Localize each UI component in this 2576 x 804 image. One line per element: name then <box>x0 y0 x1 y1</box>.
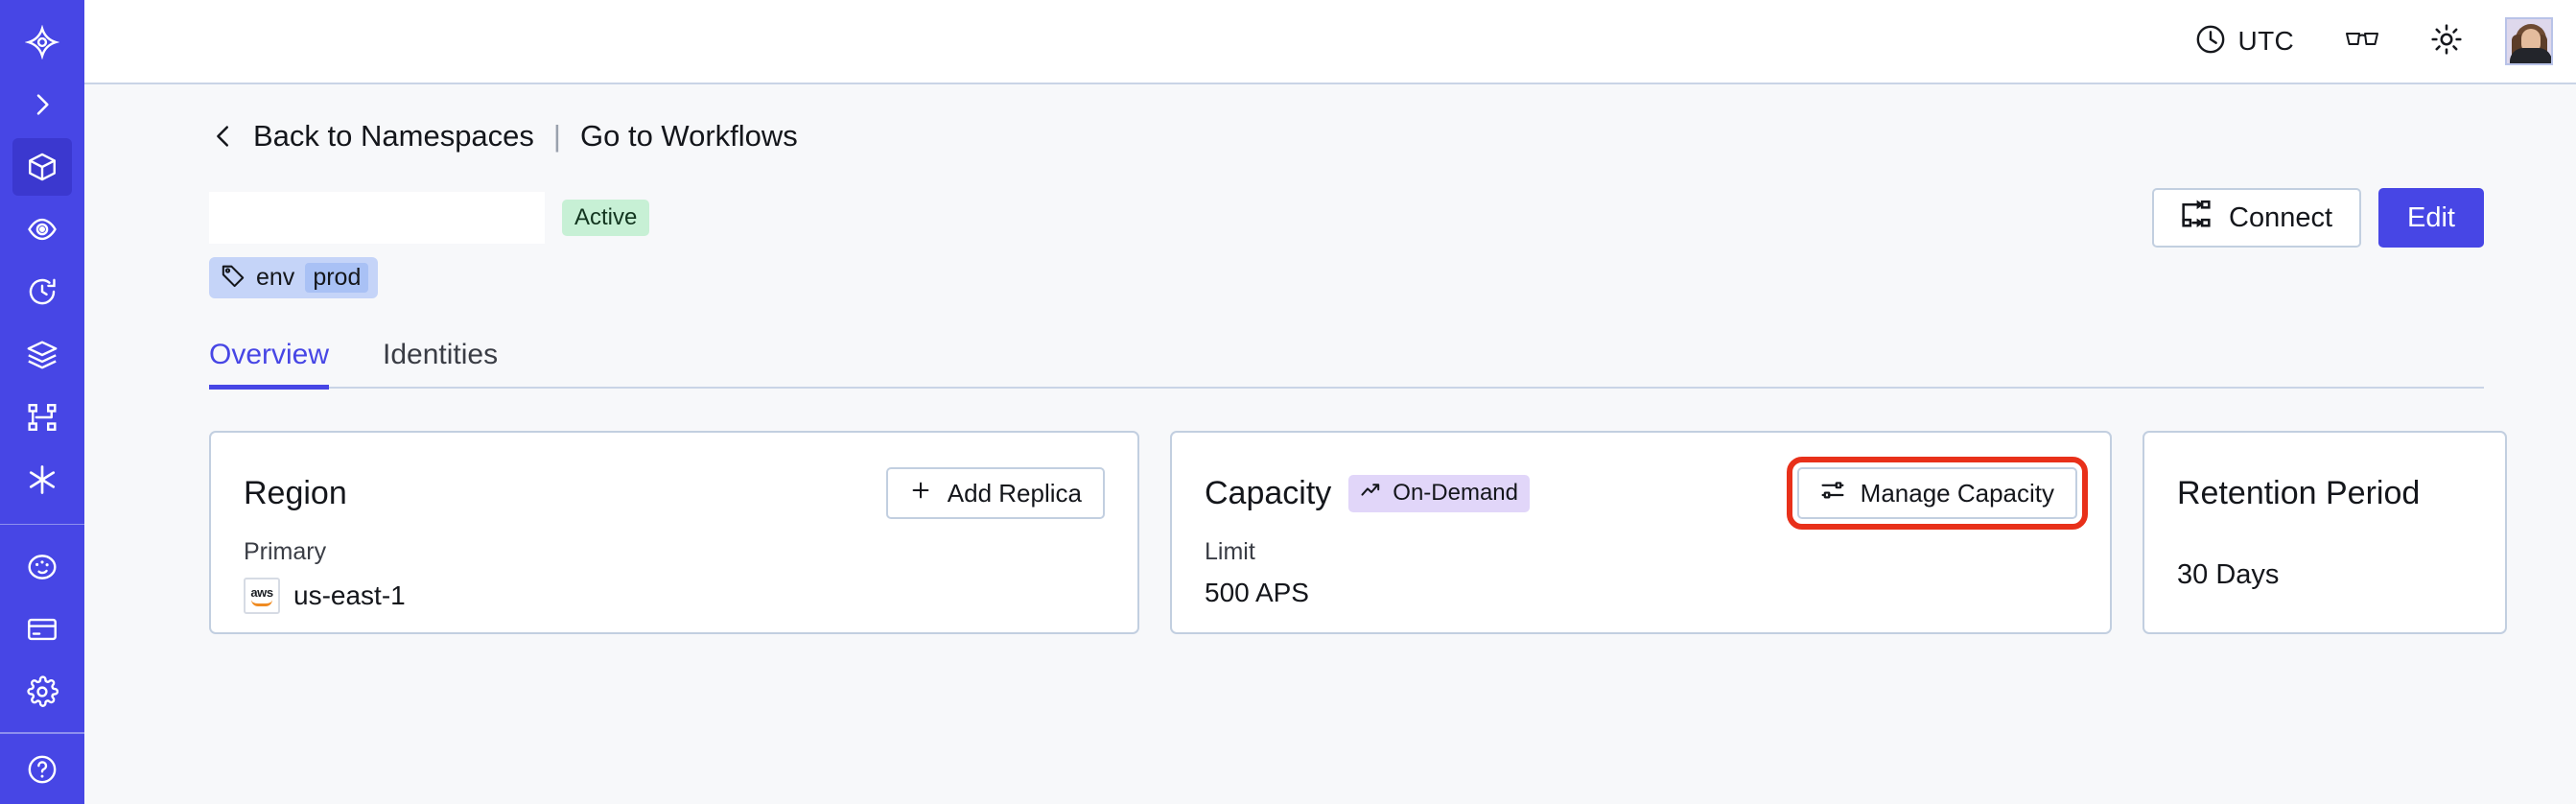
sidebar-item-integrations[interactable] <box>12 451 72 508</box>
tab-bar: Overview Identities <box>209 339 2484 390</box>
page-content: Back to Namespaces | Go to Workflows Act… <box>84 84 2576 804</box>
connect-label: Connect <box>2229 201 2333 233</box>
history-clock-icon <box>26 275 59 308</box>
sidebar-item-temporal-logo[interactable] <box>12 13 72 70</box>
capacity-card: Capacity On-Demand <box>1170 431 2112 634</box>
timezone-selector[interactable]: UTC <box>2194 23 2294 60</box>
main-area: UTC <box>84 0 2576 804</box>
go-to-workflows-link[interactable]: Go to Workflows <box>579 119 798 153</box>
tab-identities[interactable]: Identities <box>383 339 499 370</box>
retention-card: Retention Period 30 Days <box>2143 431 2507 634</box>
glasses-icon <box>2345 25 2379 59</box>
avatar[interactable] <box>2505 17 2553 65</box>
retention-card-header: Retention Period <box>2177 463 2472 523</box>
sidebar-divider-bottom <box>0 731 84 734</box>
sidebar-item-settings[interactable] <box>12 664 72 721</box>
capacity-value: 500 APS <box>1205 578 1309 607</box>
tag-icon <box>221 263 246 293</box>
connect-button[interactable]: Connect <box>2152 188 2362 248</box>
on-demand-badge: On-Demand <box>1348 474 1531 512</box>
region-value-row: aws us-east-1 <box>244 578 1105 614</box>
palette-icon <box>26 551 59 583</box>
sliders-icon <box>1820 479 1845 508</box>
workflow-branch-icon <box>26 401 59 434</box>
temporal-logo-icon <box>25 24 59 59</box>
aws-logo: aws <box>244 578 280 614</box>
status-badge: Active <box>562 200 650 236</box>
sidebar <box>0 0 84 804</box>
trending-up-icon <box>1360 480 1383 508</box>
region-value: us-east-1 <box>293 580 406 610</box>
manage-capacity-label: Manage Capacity <box>1860 478 2054 508</box>
clock-icon <box>2194 23 2227 60</box>
sidebar-item-namespaces[interactable] <box>12 138 72 196</box>
sidebar-item-layers[interactable] <box>12 326 72 383</box>
capacity-card-header: Capacity On-Demand <box>1205 457 2089 530</box>
breadcrumb: Back to Namespaces | Go to Workflows <box>209 119 2484 154</box>
manage-capacity-button[interactable]: Manage Capacity <box>1786 457 2089 530</box>
overview-cards: Region Add Replica Primary aws <box>209 431 2507 634</box>
tag-value: prod <box>305 263 369 293</box>
help-circle-icon <box>26 753 59 786</box>
sun-icon <box>2430 23 2463 60</box>
avatar-face <box>2521 29 2541 53</box>
sidebar-item-help[interactable] <box>12 742 72 798</box>
avatar-body <box>2510 48 2551 63</box>
namespace-title-row: Active <box>209 188 2484 248</box>
gear-icon <box>26 675 59 708</box>
retention-card-title: Retention Period <box>2177 474 2421 511</box>
topbar: UTC <box>84 0 2576 84</box>
back-to-namespaces-link[interactable]: Back to Namespaces <box>253 119 534 153</box>
sidebar-item-history[interactable] <box>12 264 72 320</box>
title-actions: Connect Edit <box>2152 188 2484 248</box>
tag-row: env prod <box>209 257 2484 298</box>
chevron-left-icon[interactable] <box>209 122 238 151</box>
region-sub-label: Primary <box>244 538 327 565</box>
page-title-redacted <box>209 192 545 244</box>
namespace-tag[interactable]: env prod <box>209 257 379 298</box>
eye-icon <box>26 213 59 246</box>
retention-value: 30 Days <box>2177 559 2280 590</box>
layers-icon <box>26 339 59 371</box>
sidebar-item-observability[interactable] <box>12 201 72 258</box>
edit-button[interactable]: Edit <box>2378 188 2484 248</box>
sidebar-item-expand[interactable] <box>12 76 72 132</box>
timezone-label: UTC <box>2237 26 2294 56</box>
plus-icon <box>909 479 932 508</box>
chevron-right-icon <box>27 89 58 120</box>
add-replica-label: Add Replica <box>947 478 1082 508</box>
region-card: Region Add Replica Primary aws <box>209 431 1139 634</box>
region-card-title: Region <box>244 474 347 511</box>
on-demand-label: On-Demand <box>1393 480 1519 506</box>
sidebar-item-billing[interactable] <box>12 602 72 658</box>
capacity-card-title: Capacity <box>1205 474 1332 511</box>
credit-card-icon <box>26 613 59 646</box>
tab-overview[interactable]: Overview <box>209 339 358 390</box>
cube-icon <box>26 151 59 183</box>
sidebar-item-workflows[interactable] <box>12 389 72 445</box>
capacity-sub-label: Limit <box>1205 538 1255 565</box>
glasses-button[interactable] <box>2336 15 2388 67</box>
region-card-header: Region Add Replica <box>244 463 1105 523</box>
sidebar-item-appearance[interactable] <box>12 538 72 595</box>
tag-key: env <box>256 264 295 291</box>
sidebar-divider <box>0 523 84 526</box>
add-replica-button[interactable]: Add Replica <box>885 467 1105 519</box>
asterisk-icon <box>25 462 59 497</box>
breadcrumb-separator: | <box>552 119 561 153</box>
theme-toggle-button[interactable] <box>2421 15 2472 67</box>
connect-icon <box>2181 200 2212 236</box>
